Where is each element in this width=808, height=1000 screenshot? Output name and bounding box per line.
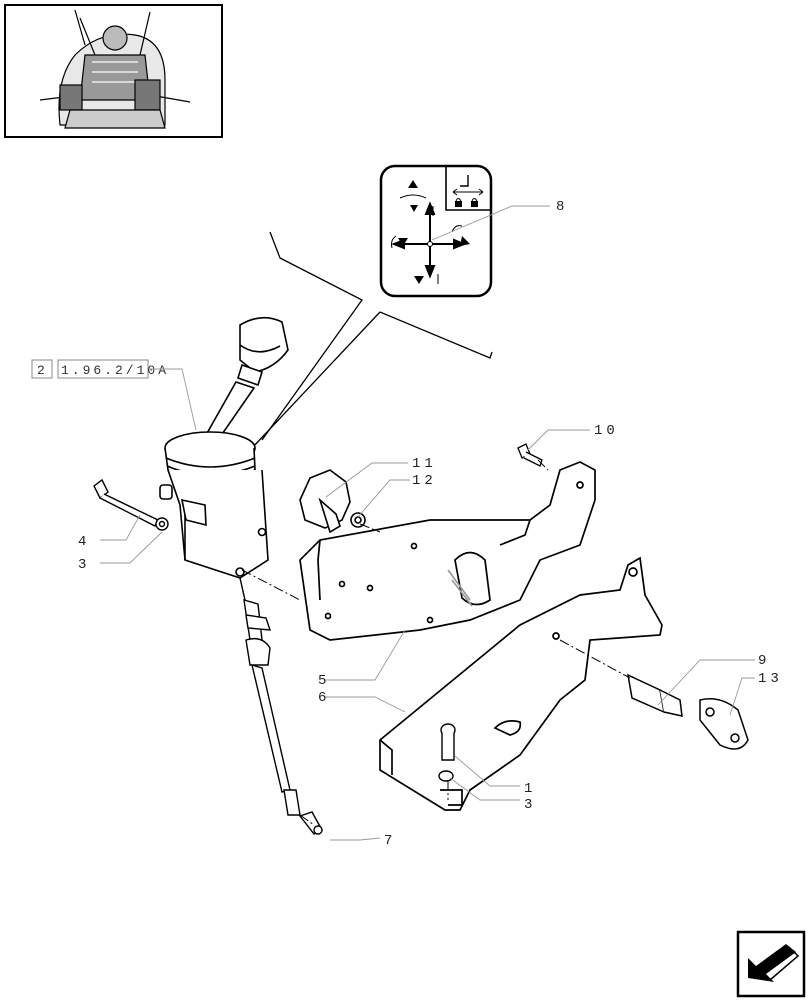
- callout-6: 6: [318, 690, 330, 706]
- reference-part-b: 1.96.2/10A: [61, 363, 169, 378]
- callout-3-upper: 3: [78, 557, 90, 573]
- knob-and-washer: [299, 469, 366, 534]
- pin-and-clevis: [627, 673, 749, 750]
- callout-1: 1: [524, 781, 536, 797]
- bolt-and-washer: [93, 478, 169, 531]
- control-cable: [239, 577, 323, 835]
- tractor-cab-thumbnail-icon[interactable]: [4, 4, 223, 138]
- bolt-10: [517, 443, 543, 467]
- reference-box[interactable]: 2 1.96.2/10A: [31, 359, 169, 379]
- callout-5: 5: [318, 673, 330, 689]
- joystick-lever-assembly: [159, 316, 289, 579]
- callout-labels: 1 3 3 4 5 6 7 8 9 10 11 12 13: [78, 199, 783, 849]
- leader-lines: [100, 205, 755, 841]
- callout-12: 12: [412, 473, 437, 489]
- callout-7: 7: [384, 833, 396, 849]
- callout-3-lower: 3: [524, 797, 536, 813]
- callout-11: 11: [412, 456, 437, 472]
- callout-8: 8: [556, 199, 568, 215]
- callout-10: 10: [594, 423, 619, 439]
- axis-lines: [241, 459, 631, 826]
- callout-4: 4: [78, 534, 90, 550]
- section-lines: [251, 231, 493, 449]
- screw-and-washer-lower: [438, 723, 456, 782]
- joystick-control-decal-icon: [379, 164, 493, 298]
- callout-9: 9: [758, 653, 770, 669]
- bracket-upper: [299, 461, 596, 641]
- reference-part-a: 2: [37, 363, 48, 378]
- callout-13: 13: [758, 671, 783, 687]
- next-page-arrow-icon[interactable]: [736, 930, 806, 998]
